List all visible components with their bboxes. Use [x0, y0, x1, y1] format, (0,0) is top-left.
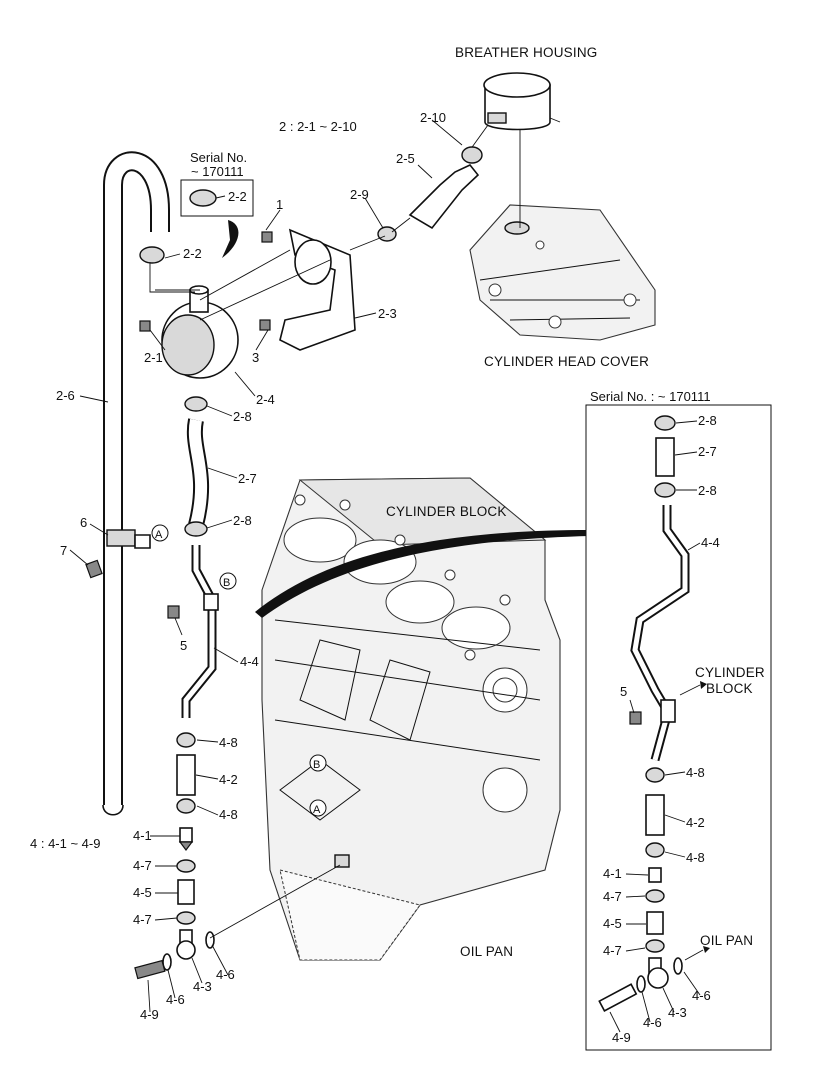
inset-callout-2-7: 2-7: [698, 444, 717, 459]
callout-3: 3: [252, 350, 259, 365]
inset-callout-4-1: 4-1: [603, 866, 622, 881]
inset-callout-4-3: 4-3: [668, 1005, 687, 1020]
marker-b-2: B: [313, 759, 320, 771]
hose-2-7-left: [184, 396, 210, 537]
callout-4-8-b: 4-8: [219, 807, 238, 822]
serial-note-line-2: ~ 170111: [191, 164, 244, 179]
callout-2-9: 2-9: [350, 187, 369, 202]
inset-callout-4-6-a: 4-6: [692, 988, 711, 1003]
callout-4-4: 4-4: [240, 654, 259, 669]
inset-callout-4-4: 4-4: [701, 535, 720, 550]
callout-4-8-a: 4-8: [219, 735, 238, 750]
marker-a-2: A: [313, 804, 321, 816]
group-note-2: 2 : 2-1 ~ 2-10: [279, 119, 357, 134]
inset-callout-4-2: 4-2: [686, 815, 705, 830]
callout-2-8-a: 2-8: [233, 409, 252, 424]
inset-callout-4-6-b: 4-6: [643, 1015, 662, 1030]
group-note-4: 4 : 4-1 ~ 4-9: [30, 836, 100, 851]
callout-4-6-b: 4-6: [166, 992, 185, 1007]
callout-4-7-a: 4-7: [133, 858, 152, 873]
section-arrow-band: [255, 530, 590, 618]
inset-callout-4-8-b: 4-8: [686, 850, 705, 865]
inset-callout-5: 5: [620, 684, 627, 699]
callout-7: 7: [60, 543, 67, 558]
bracket-2-3: [259, 228, 356, 351]
inset-callout-2-8-b: 2-8: [698, 483, 717, 498]
callout-2-4: 2-4: [256, 392, 275, 407]
inset-callout-4-8-a: 4-8: [686, 765, 705, 780]
reference-markers: [151, 524, 327, 817]
callout-2-5: 2-5: [396, 151, 415, 166]
callout-1: 1: [276, 197, 283, 212]
inset-panel: [585, 404, 772, 1051]
marker-b-1: B: [223, 577, 230, 589]
callout-4-2: 4-2: [219, 772, 238, 787]
inset-callout-2-8-a: 2-8: [698, 413, 717, 428]
pipe-4-4-left: [167, 545, 219, 718]
inset-callout-4-5: 4-5: [603, 916, 622, 931]
callout-6: 6: [80, 515, 87, 530]
callout-4-5: 4-5: [133, 885, 152, 900]
serial-note-line-1: Serial No.: [190, 150, 247, 165]
callout-2-3: 2-3: [378, 306, 397, 321]
vent-pipe-2-6: [85, 151, 195, 816]
callout-4-9: 4-9: [140, 1007, 159, 1022]
label-oil-pan: OIL PAN: [460, 944, 513, 959]
breather-housing-drawing: [483, 72, 561, 228]
breather-valve-2-4: [139, 249, 331, 379]
cylinder-head-cover-drawing: [469, 204, 656, 341]
label-cylinder-head-cover: CYLINDER HEAD COVER: [484, 354, 649, 369]
marker-a-1: A: [155, 529, 163, 541]
inset-callout-4-7-a: 4-7: [603, 889, 622, 904]
inset-callout-4-9: 4-9: [612, 1030, 631, 1045]
hose-2-5-assembly: [349, 124, 489, 251]
label-breather-housing: BREATHER HOUSING: [455, 45, 597, 60]
label-inset-oil-pan: OIL PAN: [700, 933, 753, 948]
callout-4-1: 4-1: [133, 828, 152, 843]
inset-callout-4-7-b: 4-7: [603, 943, 622, 958]
callout-2-1: 2-1: [144, 350, 163, 365]
callout-2-7: 2-7: [238, 471, 257, 486]
cylinder-block-drawing: [261, 477, 561, 961]
label-inset-block: BLOCK: [706, 681, 753, 696]
label-inset-cylinder: CYLINDER: [695, 665, 765, 680]
leader-lines: [69, 119, 701, 1033]
drain-assembly-left: [134, 732, 341, 980]
callout-2-2-box: 2-2: [228, 189, 247, 204]
callout-2-2: 2-2: [183, 246, 202, 261]
callout-2-8-b: 2-8: [233, 513, 252, 528]
callout-4-6-a: 4-6: [216, 967, 235, 982]
callout-2-6: 2-6: [56, 388, 75, 403]
callout-5: 5: [180, 638, 187, 653]
callout-4-3: 4-3: [193, 979, 212, 994]
label-cylinder-block: CYLINDER BLOCK: [386, 504, 507, 519]
serial-note-inset: Serial No. : ~ 170111: [590, 389, 711, 404]
callout-4-7-b: 4-7: [133, 912, 152, 927]
callout-2-10: 2-10: [420, 110, 446, 125]
labels: BREATHER HOUSING CYLINDER HEAD COVER CYL…: [30, 45, 765, 1045]
